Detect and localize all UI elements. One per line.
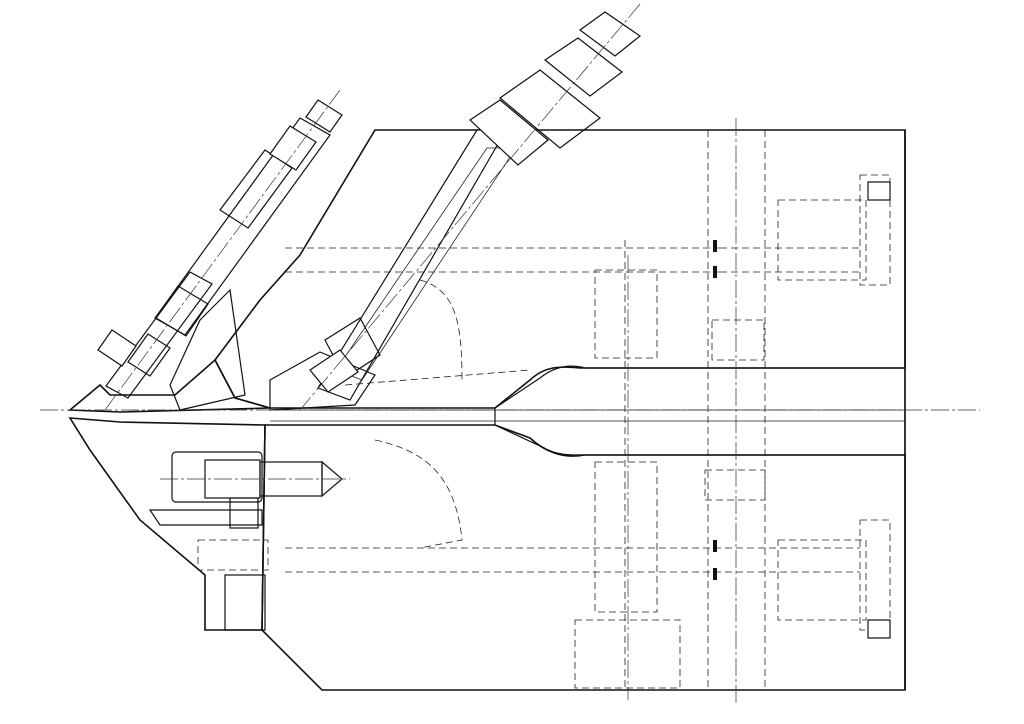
horizontal-bolt [160, 459, 350, 529]
hidden-lines [197, 130, 891, 690]
upper-lip-block [67, 288, 376, 413]
flow-channel [270, 365, 906, 457]
adjust-bolt-left [97, 89, 343, 411]
adjust-bolt-right [299, 3, 642, 411]
lower-lip-block [68, 417, 266, 631]
lower-die-body [261, 424, 906, 691]
center-lines [40, 118, 980, 705]
pin-marks [713, 181, 891, 639]
